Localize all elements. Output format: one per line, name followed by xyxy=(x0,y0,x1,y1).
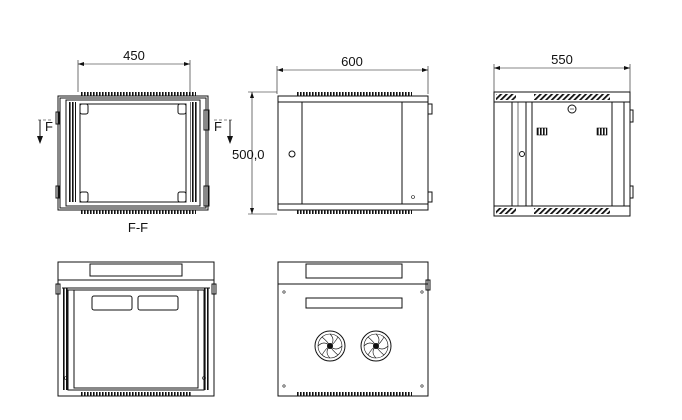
front-top-vent xyxy=(80,92,196,96)
rear-section-view xyxy=(55,261,217,397)
side-height-label: 500,0 xyxy=(232,147,265,162)
rear-right-rail xyxy=(204,288,210,390)
section-marker-right-label: F xyxy=(214,119,222,134)
rear-fan-view xyxy=(277,261,431,397)
side-height-dimension: 500,0 xyxy=(232,91,277,215)
rear-fan-bottom-vent xyxy=(296,392,412,396)
front-bottom-vent xyxy=(80,210,196,214)
fan-left-icon xyxy=(314,330,346,362)
panel-top-vent xyxy=(534,94,610,100)
side-width-label: 600 xyxy=(341,54,363,69)
depth-label: 550 xyxy=(551,52,573,67)
front-width-label: 450 xyxy=(123,48,145,63)
rear-left-rail xyxy=(62,288,68,390)
front-right-rail xyxy=(190,102,198,202)
panel-bottom-left-vent xyxy=(496,208,516,214)
section-marker-left: F xyxy=(37,119,53,144)
rear-cutout-left xyxy=(91,295,133,311)
side-view: 600 500,0 xyxy=(232,54,433,215)
section-label: F-F xyxy=(128,220,148,235)
front-left-rail xyxy=(68,102,76,202)
side-panel-view: 550 xyxy=(493,52,634,217)
door-panel xyxy=(301,101,403,205)
section-marker-left-label: F xyxy=(45,119,53,134)
rear-cutout-right xyxy=(137,295,179,311)
front-width-dimension: 450 xyxy=(77,48,191,92)
section-marker-right: F xyxy=(214,119,233,144)
side-top-vent xyxy=(296,92,412,96)
panel-latch-right xyxy=(596,127,608,136)
side-bottom-vent xyxy=(296,210,412,214)
panel-lock-icon xyxy=(567,104,577,114)
side-width-dimension: 600 xyxy=(276,54,429,94)
fan-right-icon xyxy=(360,330,392,362)
door-lock-icon xyxy=(288,150,296,158)
panel-bottom-vent xyxy=(534,208,610,214)
front-section-view: 450 F xyxy=(37,48,233,235)
panel-latch-left xyxy=(536,127,548,136)
side-panel xyxy=(531,101,613,207)
depth-dimension: 550 xyxy=(493,52,631,92)
panel-top-left-vent xyxy=(496,94,516,100)
rear-bottom-vent xyxy=(80,392,192,396)
